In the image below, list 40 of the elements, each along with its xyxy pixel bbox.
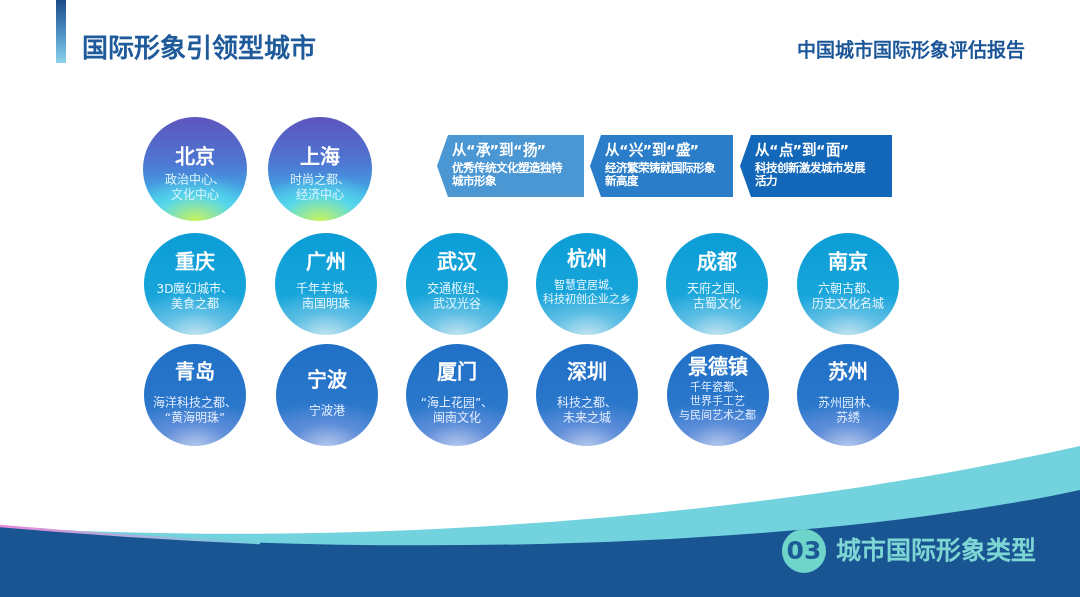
city-description: 时尚之都、经济中心 [289, 173, 351, 203]
city-description: 天府之国、古蜀文化 [686, 282, 748, 312]
banner-heading: 从“承”到“扬” [452, 141, 547, 160]
city-name: 重庆 [175, 250, 215, 274]
city-description: 政治中心、文化中心 [164, 173, 226, 203]
city-name: 厦门 [437, 360, 477, 384]
banner-text: 优秀传统文化塑造独特城市形象 [452, 162, 564, 188]
city-description: 智慧宜居城、科技初创企业之乡 [542, 279, 632, 307]
city-name: 南京 [828, 250, 868, 274]
chevron-banner [437, 135, 584, 197]
city-name: 成都 [697, 250, 737, 274]
city-description: 交通枢纽、武汉光谷 [426, 282, 488, 312]
city-description: 宁波港 [308, 403, 346, 419]
banner-text: 科技创新激发城市发展活力 [755, 162, 866, 188]
city-name: 深圳 [567, 360, 607, 384]
city-description: 千年羊城、南国明珠 [295, 282, 357, 312]
report-title: 中国城市国际形象评估报告 [797, 38, 1025, 62]
city-name: 武汉 [437, 250, 477, 274]
banner-heading: 从“点”到“面” [755, 141, 850, 160]
chevron-banner [590, 135, 733, 197]
city-description: 3D魔幻城市、美食之都 [155, 282, 235, 312]
city-description: 海洋科技之都、“黄海明珠” [152, 396, 238, 426]
city-name: 宁波 [307, 367, 347, 392]
section-heading: 城市国际形象类型 [836, 535, 1036, 567]
city-description: “海上花园”、闽南文化 [419, 396, 495, 426]
page-title: 国际形象引领型城市 [82, 32, 316, 64]
city-name: 北京 [175, 145, 215, 169]
city-description: 六朝古都、历史文化名城 [811, 282, 885, 312]
city-name: 上海 [300, 145, 340, 169]
city-name: 广州 [306, 250, 346, 274]
city-name: 苏州 [828, 360, 868, 384]
city-description: 千年瓷都、世界手工艺与民间艺术之都 [678, 381, 758, 423]
chevron-banner [740, 135, 892, 197]
city-name: 杭州 [567, 247, 607, 271]
city-name: 青岛 [175, 360, 215, 384]
city-description: 科技之都、未来之城 [556, 396, 618, 426]
banner-heading: 从“兴”到“盛” [605, 141, 700, 160]
city-description: 苏州园林、苏绣 [817, 396, 879, 426]
banner-text: 经济繁荣铸就国际形象新高度 [605, 162, 716, 188]
city-name: 景德镇 [688, 355, 748, 379]
